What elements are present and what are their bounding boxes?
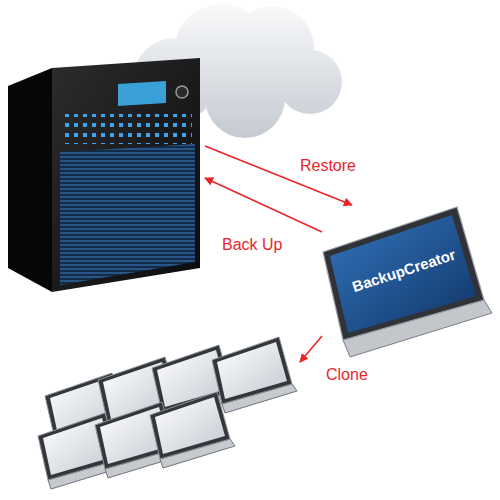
- small-laptop: [212, 337, 297, 413]
- screen-logo-text: BackupCreator: [350, 247, 457, 296]
- arrow-connector: [300, 336, 322, 362]
- server-front: [52, 58, 200, 292]
- arrow-connector: [205, 178, 322, 232]
- connector-label: Back Up: [222, 236, 282, 254]
- server-leds: [62, 114, 192, 144]
- cloud-puff: [205, 58, 285, 138]
- server-node: [8, 55, 205, 292]
- connector-label: Clone: [326, 366, 368, 384]
- laptop-group-node: [35, 335, 300, 485]
- connector-label: Restore: [300, 157, 356, 175]
- server-side: [8, 68, 52, 292]
- laptop-group: [38, 337, 297, 489]
- backup-laptop: [323, 207, 492, 357]
- server-grille: [60, 144, 195, 285]
- server-tower: [8, 58, 200, 292]
- server-button: [176, 86, 188, 98]
- laptop-bezel: [323, 207, 484, 340]
- small-laptop: [150, 392, 235, 468]
- backup-laptop-node: BackupCreator: [322, 205, 492, 357]
- server-display: [118, 81, 166, 106]
- cloud-puff: [278, 50, 342, 114]
- arrow-connector: [205, 146, 352, 205]
- laptop-screen: [330, 215, 476, 333]
